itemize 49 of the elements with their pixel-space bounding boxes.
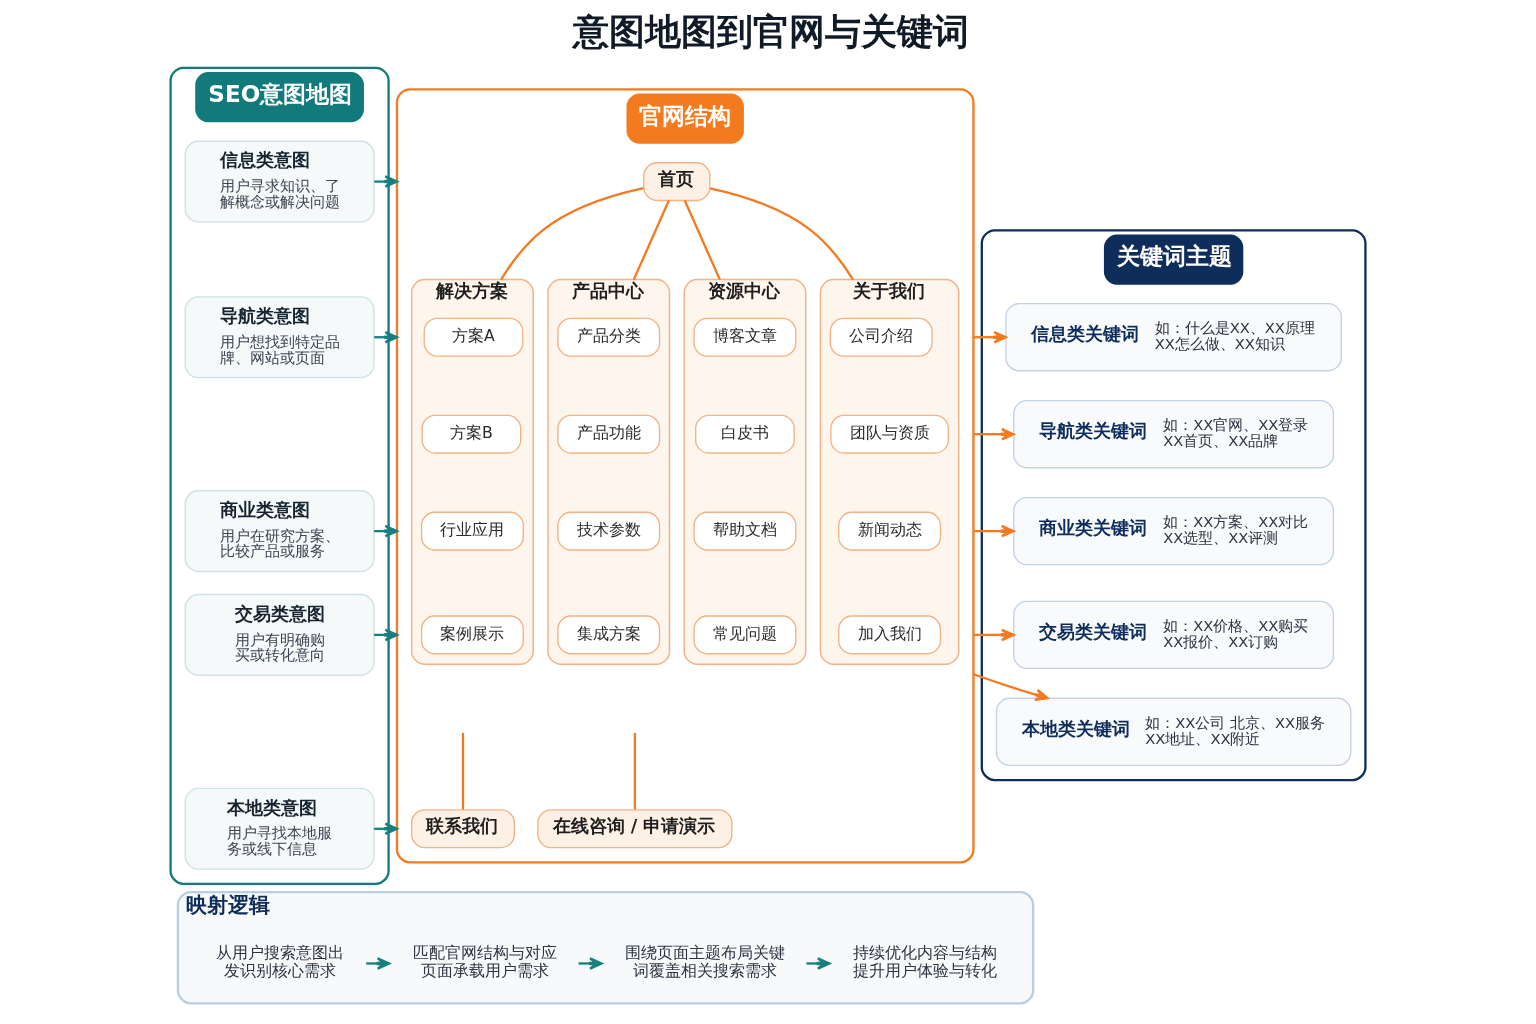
node-box: 行业应用 [420,511,524,551]
node-box: 信息类意图 用户寻求知识、了解概念或解决问题 [184,140,375,223]
connector [633,732,637,810]
node-box: 联系我们 [410,809,516,849]
node-box: 常见问题 [693,615,797,655]
node-text: 围绕页面主题布局关键词覆盖相关搜索需求 [624,943,785,981]
node-text: 从用户搜索意图出发识别核心需求 [216,943,345,981]
node-box: 导航类关键词 如：XX官网、XX登录 XX首页、XX品牌 [1013,399,1335,469]
node-box: 案例展示 [420,615,524,655]
arrow [374,175,399,188]
connector [632,200,670,281]
diagram-title: 意图地图到官网与关键词 [573,10,970,52]
arrow [973,524,1015,538]
arrow [973,673,1049,702]
arrow [578,957,603,970]
node-text: 持续优化内容与结构提升用户体验与转化 [852,943,997,981]
node-box: 博客文章 [693,317,797,357]
node-box: 技术参数 [557,511,661,551]
node-box: 首页 [643,162,711,202]
node-box: 本地类意图 用户寻找本地服务或线下信息 [184,787,375,870]
node-box: 商业类意图 用户在研究方案、比较产品或服务 [184,490,375,573]
node-box: 集成方案 [557,615,661,655]
node-text: 匹配官网结构与对应页面承载用户需求 [412,943,557,981]
node-box: 方案B [421,414,522,454]
node-box: 帮助文档 [693,511,797,551]
node-box: 交易类意图 用户有明确购买或转化意向 [184,593,375,676]
arrow [973,628,1015,642]
connector [500,187,644,281]
arrow [973,330,1007,344]
node-box: 在线咨询 / 申请演示 [537,809,733,849]
node-box: 产品功能 [557,414,661,454]
arrow [973,427,1015,441]
node-box: 导航类意图 用户想找到特定品牌、网站或页面 [184,296,375,379]
node-box: 团队与资质 [830,414,949,454]
node-box: 本地类关键词 如：XX公司 北京、XX服务 XX地址、XX附近 [995,697,1352,767]
node-box: 新闻动态 [838,511,942,551]
node-box: 信息类关键词 如：什么是XX、XX原理 XX怎么做、XX知识 [1005,303,1342,372]
node-box: 公司介绍 [829,317,933,357]
node-box: 白皮书 [695,414,795,454]
node-box: 商业类关键词 如：XX方案、XX对比 XX选型、XX评测 [1013,496,1335,566]
node-box: 交易类关键词 如：XX价格、XX购买 XX报价、XX订购 [1013,600,1335,670]
connector [683,200,721,281]
node-box: 方案A [423,317,524,357]
arrow [806,957,831,970]
arrow [366,957,391,970]
node-box: 产品分类 [557,317,661,357]
connector [709,187,855,281]
node-box: 加入我们 [838,615,942,655]
connector [461,732,465,810]
